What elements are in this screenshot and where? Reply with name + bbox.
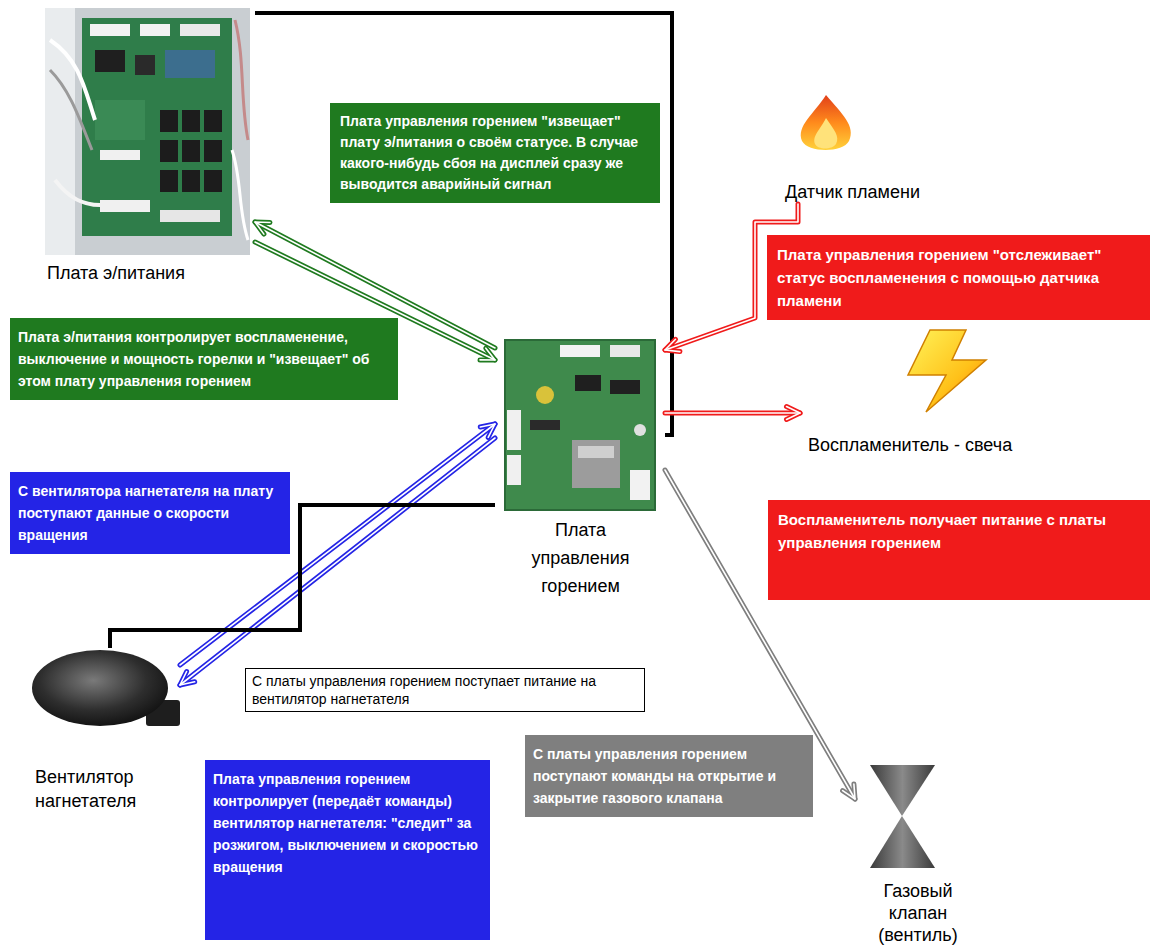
note-box: Воспламенитель получает питание с платы … [768,500,1150,600]
component-label: Плата э/питания [47,261,247,285]
component-node: Воспламенитель - свеча [800,328,1090,457]
valve-symbol [870,765,935,868]
component-node: Датчик пламени [782,92,942,204]
component-label: Воспламенитель - свеча [808,433,1088,457]
component-node: Вентилятор нагнетателя [32,648,180,813]
arrow-core [180,672,195,686]
component-node: Плата управления горением [495,338,665,600]
note-box: С платы управления горением поступает пи… [245,668,645,712]
control-board-photo [505,340,655,510]
arrow-core [480,348,495,360]
note-text: Плата управления горением контролирует (… [213,768,482,878]
note-box: Плата управления горением "отслеживает" … [767,235,1150,320]
note-text: С платы управления горением поступают ко… [533,743,805,809]
note-box: С платы управления горением поступают ко… [525,735,813,817]
note-box: С вентилятора нагнетателя на плату посту… [10,472,290,554]
arrow-core [843,784,855,799]
note-box: Плата э/питания контролирует воспламенен… [10,318,398,400]
component-label: Плата управления горением [523,516,638,600]
power-board-photo [45,8,250,255]
arrow-core [255,222,270,234]
note-text: С вентилятора нагнетателя на плату посту… [18,480,282,546]
note-text: Плата э/питания контролирует воспламенен… [18,326,390,392]
note-text: С платы управления горением поступает пи… [252,672,638,708]
signal-arrow [665,407,800,420]
component-label: Газовый клапан (вентиль) [863,880,973,946]
note-text: Плата управления горением "извещает" пла… [340,111,650,195]
note-box: Плата управления горением "извещает" пла… [330,103,660,203]
arrow-core [665,412,800,414]
flame-icon [801,95,851,150]
note-box: Плата управления горением контролирует (… [205,760,490,940]
component-label: Датчик пламени [785,180,940,204]
component-label: Вентилятор нагнетателя [35,765,175,813]
arrow-outline [665,411,800,416]
component-node: Плата э/питания [42,8,255,285]
lightning-icon [908,330,986,412]
arrow-core [665,339,680,351]
arrow-core [787,407,801,420]
fan-shape [32,650,180,726]
note-text: Воспламенитель получает питание с платы … [778,508,1140,554]
note-text: Плата управления горением "отслеживает" … [777,243,1140,312]
component-node: Газовый клапан (вентиль) [855,762,980,946]
arrow-core [480,424,495,437]
